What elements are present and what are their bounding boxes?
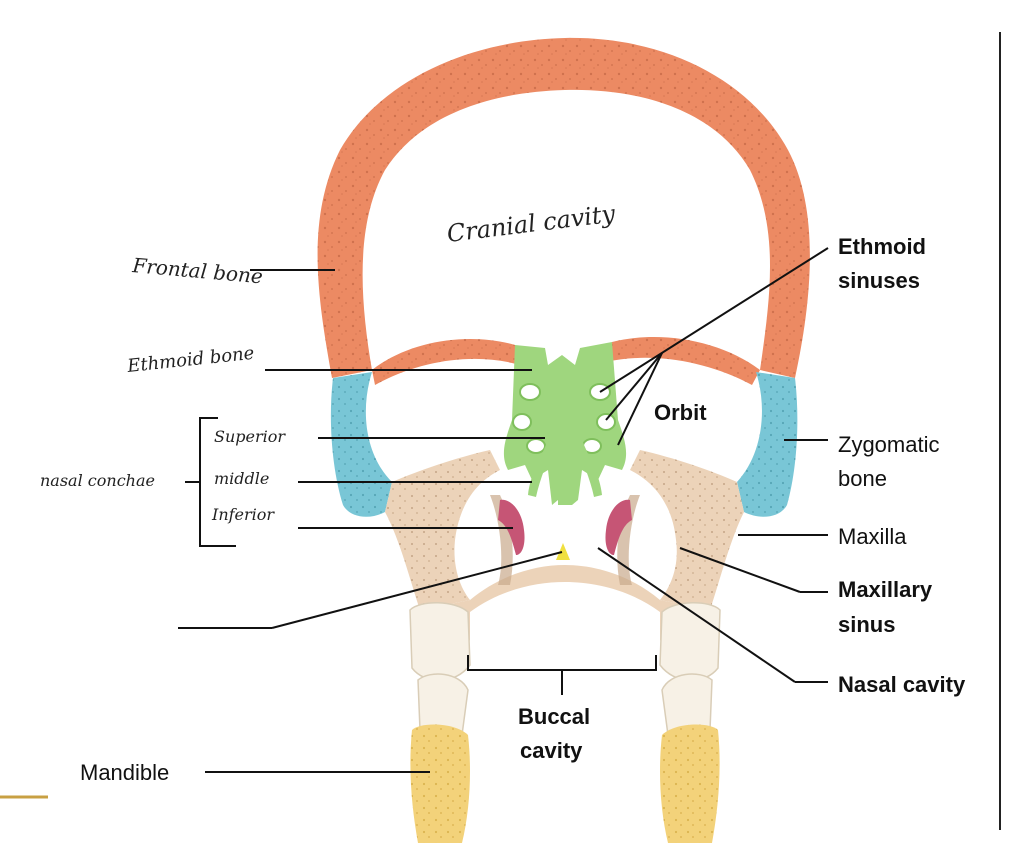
label-zygomatic-line1: Zygomatic — [838, 432, 939, 457]
zygomatic-bone-shapes — [330, 372, 798, 517]
label-nasal-conchae: nasal conchae — [40, 471, 155, 490]
leader-lines — [178, 247, 829, 773]
label-ethmoid-sinuses-line2: sinuses — [838, 268, 920, 293]
label-nasal-cavity: Nasal cavity — [838, 672, 966, 697]
label-ethmoid-bone: Ethmoid bone — [125, 343, 255, 377]
frontal-bone-shape — [317, 37, 810, 385]
label-zygomatic-line2: bone — [838, 466, 887, 491]
label-maxillary-sinus-line2: sinus — [838, 612, 895, 637]
label-buccal-cavity-line1: Buccal — [518, 704, 590, 729]
label-ethmoid-sinuses-line1: Ethmoid — [838, 234, 926, 259]
label-frontal-bone: Frontal bone — [131, 253, 264, 288]
lower-teeth — [417, 673, 713, 742]
label-orbit: Orbit — [654, 400, 707, 425]
label-cranial-cavity: Cranial cavity — [445, 200, 617, 248]
label-superior: Superior — [214, 427, 286, 446]
label-middle: middle — [214, 469, 269, 488]
inferior-conchae-shapes — [498, 499, 632, 555]
label-inferior: Inferior — [211, 505, 275, 524]
label-maxilla: Maxilla — [838, 524, 907, 549]
upper-teeth — [409, 602, 721, 682]
label-maxillary-sinus-line1: Maxillary — [838, 577, 933, 602]
ethmoid-bone-shape — [503, 342, 627, 505]
mandible-shapes — [410, 724, 720, 843]
vomer-shape — [556, 543, 570, 560]
label-mandible: Mandible — [80, 760, 169, 785]
label-buccal-cavity-line2: cavity — [520, 738, 583, 763]
